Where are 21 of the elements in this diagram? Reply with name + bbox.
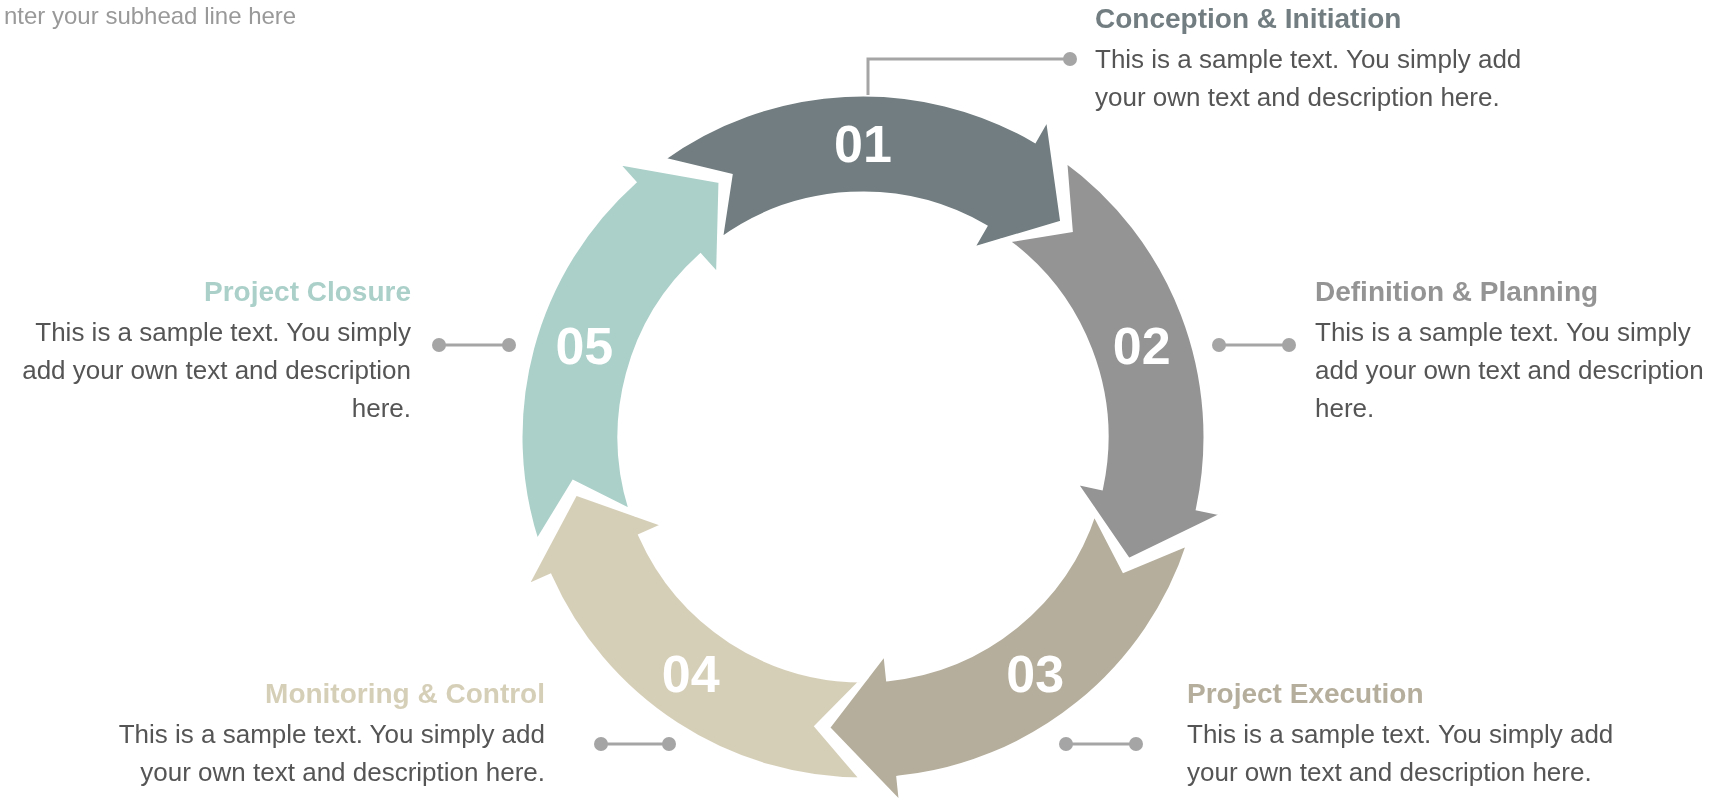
step-number: 03 [1006, 645, 1065, 704]
step-description: This is a sample text. You simply add your own text and description here. [1187, 718, 1615, 789]
step-number: 04 [661, 645, 720, 704]
step-heading: Project Closure [203, 275, 411, 309]
leader-line [594, 737, 676, 751]
step-heading: Monitoring & Control [264, 677, 545, 711]
step-number: 02 [1112, 317, 1171, 376]
leader-line [1212, 338, 1296, 352]
subhead: nter your subhead line here [4, 2, 297, 30]
step-heading: Definition & Planning [1315, 275, 1600, 309]
leader-line [866, 52, 1077, 95]
leader-line [1059, 737, 1143, 751]
step-description: This is a sample text. You simply add your own text and description here. [1095, 43, 1523, 114]
step-heading: Conception & Initiation [1095, 2, 1403, 36]
step-number: 01 [834, 115, 892, 173]
step-heading: Project Execution [1187, 677, 1425, 711]
step-description: This is a sample text. You simply add your own text and description here. [1315, 316, 1705, 425]
step-description: This is a sample text. You simply add your own text and description here. [21, 316, 411, 425]
step-number: 05 [555, 317, 614, 376]
step-description: This is a sample text. You simply add your own text and description here. [117, 718, 545, 789]
leader-line [432, 338, 516, 352]
